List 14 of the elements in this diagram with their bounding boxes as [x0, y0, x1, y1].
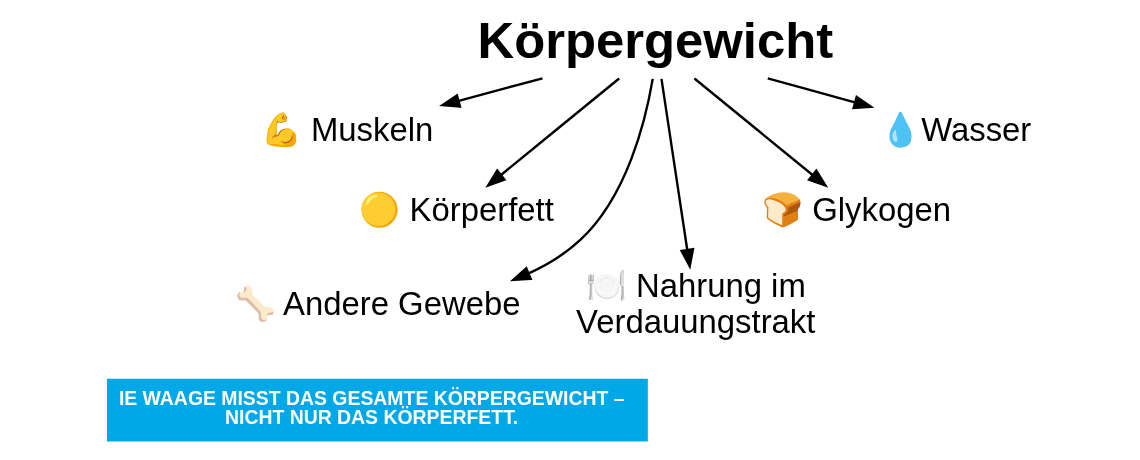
arrow [659, 78, 694, 270]
arrow [693, 77, 828, 188]
label: IE WAAGE MISST DAS GESAMTE KÖRPERGEWICHT – NICHT NUR DAS KÖRPERFETT. [118, 386, 625, 429]
node-text: 🍞 Glykogen [761, 191, 951, 229]
arrow [484, 77, 620, 188]
node-text: 🍽 Nahrung im Verdauungstrakt [575, 267, 815, 341]
arrow [509, 78, 654, 282]
node-text: 🟡 Körperfett [358, 191, 554, 229]
node-text: 🦴 Andere Gewebe [234, 285, 520, 323]
node-text: 💧Wasser [879, 110, 1031, 148]
arrow [438, 77, 543, 108]
arrow [766, 77, 874, 110]
node-text: Körpergewicht [476, 11, 833, 69]
node-text: 💪 Muskeln [260, 110, 433, 148]
